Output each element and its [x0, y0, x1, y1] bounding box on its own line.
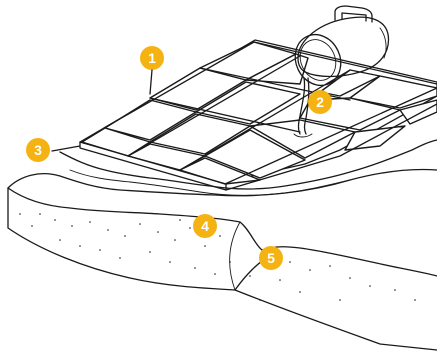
- leader-line: [150, 70, 152, 94]
- callout-5: 5: [259, 246, 283, 270]
- svg-text:4: 4: [201, 218, 209, 234]
- callout-1: 1: [140, 46, 164, 70]
- callout-2: 2: [308, 90, 332, 114]
- tile-grid: [80, 40, 437, 190]
- svg-text:5: 5: [267, 250, 275, 266]
- callout-4: 4: [193, 214, 217, 238]
- svg-text:3: 3: [34, 142, 42, 158]
- base-layer: [8, 169, 437, 350]
- base-texture: [19, 213, 416, 301]
- leader-line: [52, 146, 80, 151]
- callout-3: 3: [26, 138, 50, 162]
- tile: [345, 126, 405, 150]
- svg-text:1: 1: [148, 50, 156, 66]
- svg-text:2: 2: [316, 94, 324, 110]
